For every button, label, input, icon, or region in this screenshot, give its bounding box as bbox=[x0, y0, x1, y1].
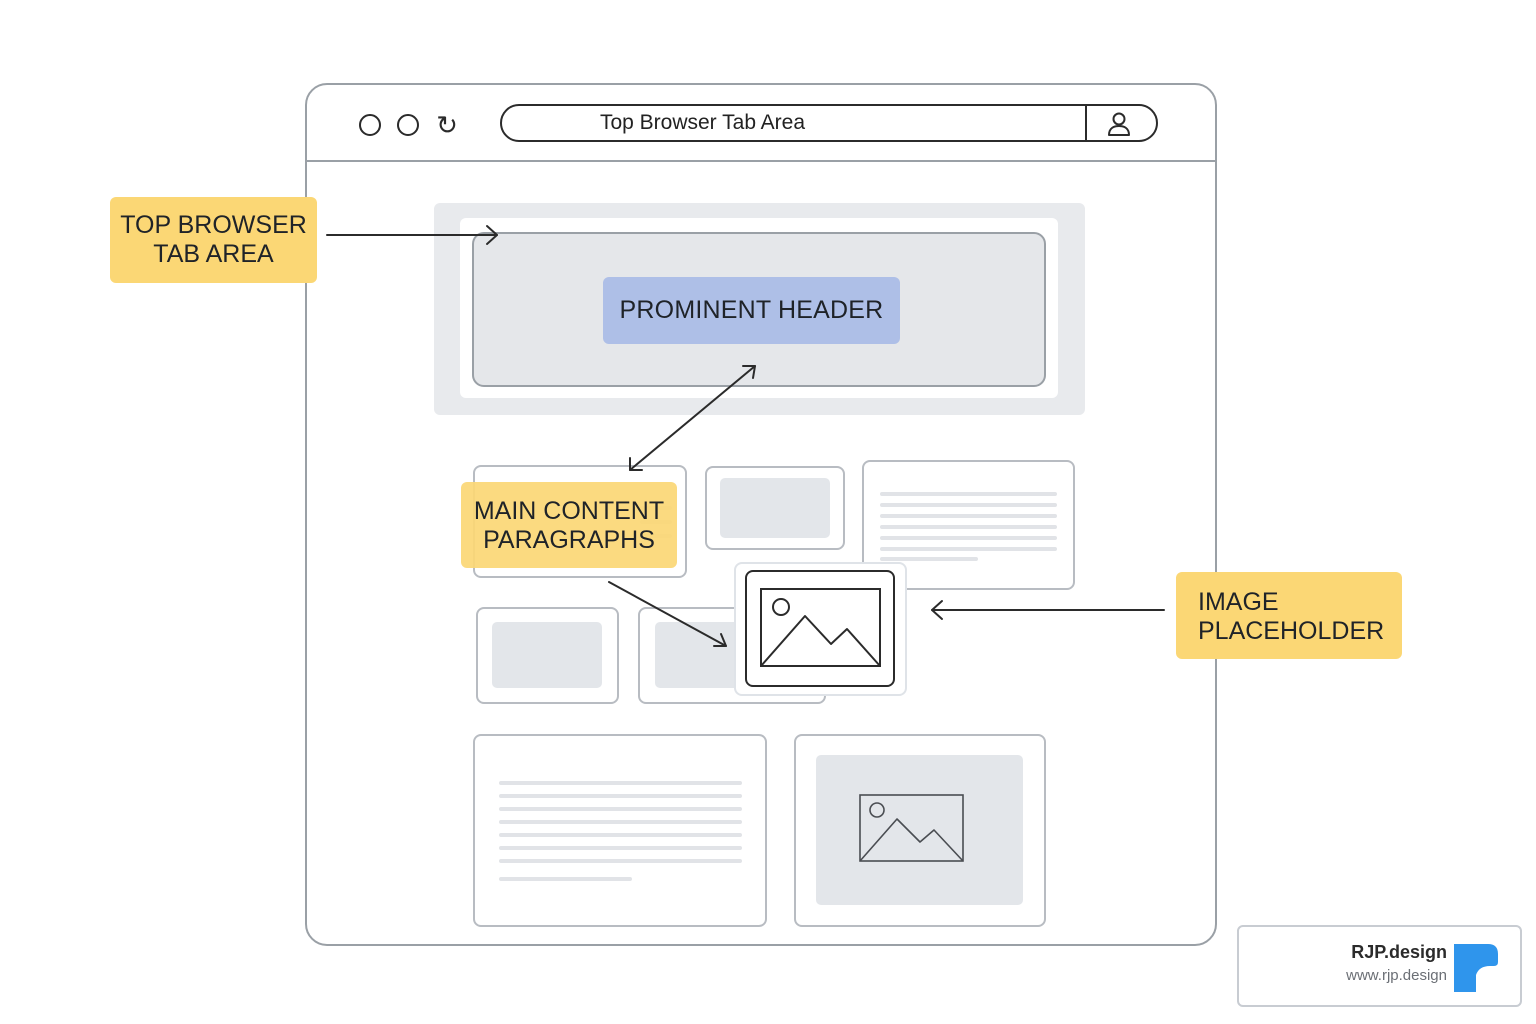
callout-line-2: TAB AREA bbox=[153, 240, 274, 268]
brand-name: RJP.design bbox=[1351, 942, 1447, 962]
text-line bbox=[499, 846, 742, 850]
address-bar-text: Top Browser Tab Area bbox=[599, 111, 806, 134]
paragraph-card bbox=[473, 734, 767, 927]
text-line bbox=[499, 781, 742, 785]
user-icon[interactable] bbox=[1105, 110, 1133, 138]
image-card-fill bbox=[816, 755, 1023, 905]
callout-line-2: PLACEHOLDER bbox=[1198, 617, 1385, 645]
browser-toolbar-divider bbox=[305, 160, 1217, 162]
window-circle-button-2[interactable] bbox=[397, 114, 419, 136]
text-line bbox=[880, 514, 1057, 518]
brand-card[interactable] bbox=[1237, 925, 1522, 1007]
text-line bbox=[880, 525, 1057, 529]
text-line bbox=[880, 557, 978, 561]
brand-url[interactable]: www.rjp.design bbox=[1346, 967, 1447, 984]
text-line bbox=[880, 547, 1057, 551]
callout-image-placeholder: IMAGE PLACEHOLDER bbox=[1176, 572, 1402, 659]
text-line bbox=[880, 492, 1057, 496]
callout-line-2: PARAGRAPHS bbox=[483, 526, 655, 554]
card-placeholder-fill bbox=[492, 622, 602, 688]
text-line bbox=[499, 807, 742, 811]
brand-logo-icon bbox=[1454, 944, 1498, 992]
text-line bbox=[499, 877, 632, 881]
text-line bbox=[499, 794, 742, 798]
window-circle-button-1[interactable] bbox=[359, 114, 381, 136]
text-line bbox=[499, 820, 742, 824]
callout-line-1: TOP BROWSER bbox=[120, 211, 307, 239]
text-line bbox=[880, 503, 1057, 507]
image-icon bbox=[859, 794, 964, 862]
text-line bbox=[499, 859, 742, 863]
reload-icon[interactable]: ↻ bbox=[436, 110, 458, 140]
text-line bbox=[499, 833, 742, 837]
prominent-header-label: PROMINENT HEADER bbox=[603, 277, 900, 344]
address-bar[interactable] bbox=[500, 104, 1158, 142]
text-line bbox=[880, 536, 1057, 540]
address-bar-divider bbox=[1085, 104, 1087, 142]
card-placeholder-fill bbox=[720, 478, 830, 538]
callout-top-browser-tab-area: TOP BROWSER TAB AREA bbox=[110, 197, 317, 283]
callout-line-1: MAIN CONTENT bbox=[473, 497, 665, 525]
callout-line-1: IMAGE bbox=[1198, 588, 1279, 616]
callout-main-content-paragraphs: MAIN CONTENT PARAGRAPHS bbox=[461, 482, 677, 568]
image-placeholder-icon bbox=[760, 588, 881, 667]
